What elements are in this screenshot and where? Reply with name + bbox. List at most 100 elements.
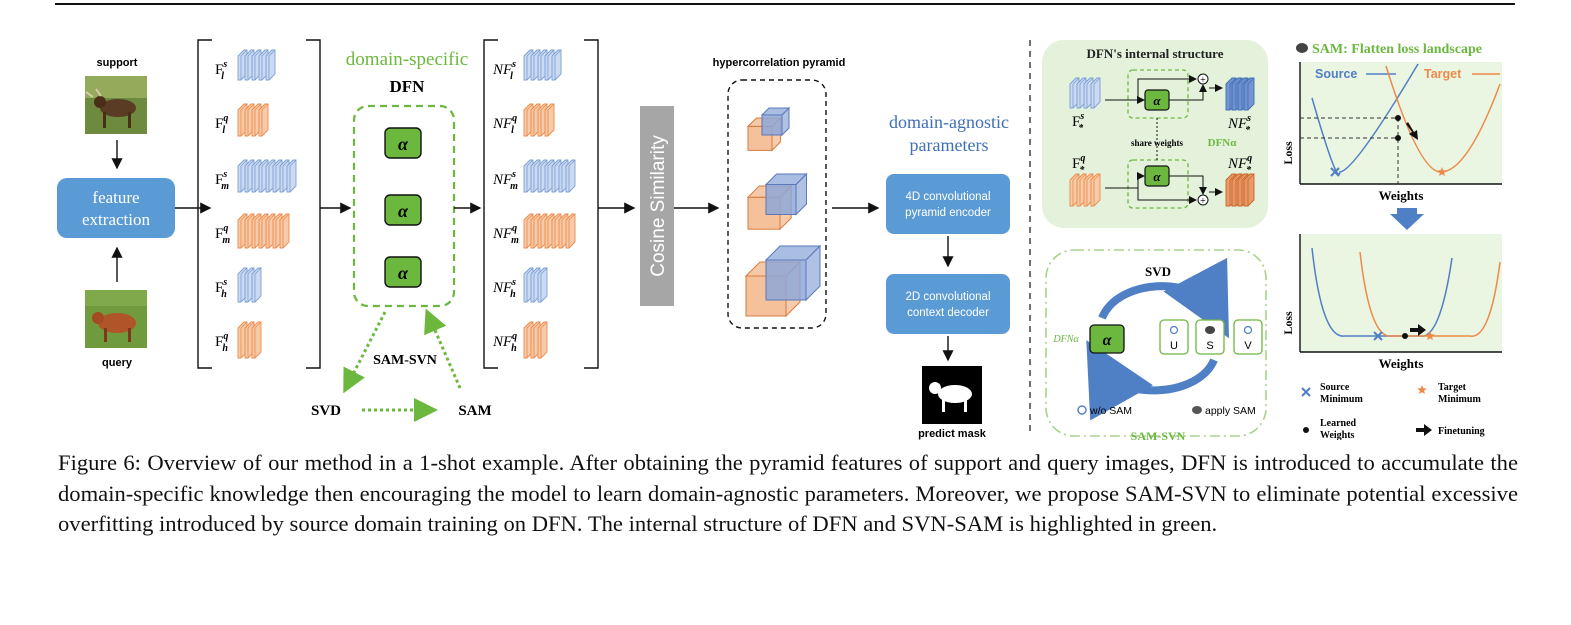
down-arrow-icon [1390,208,1424,230]
svg-text:α: α [398,263,409,283]
usv-block-v [1233,319,1263,355]
hypercorrelation-label: hypercorrelation pyramid [713,57,846,69]
svg-text:pyramid encoder: pyramid encoder [905,207,991,219]
svg-text:α: α [1103,332,1113,349]
predict-mask-label: predict mask [918,428,987,440]
feature-extraction-line2: extraction [82,210,150,229]
sam-svn-panel [1045,249,1267,437]
wo-sam-legend: w/o SAM [1077,405,1132,417]
svd-arc-arrow [1098,257,1230,339]
dfn-internal-title: DFN's internal structure [1087,46,1224,61]
svg-text:2D convolutional: 2D convolutional [905,291,990,303]
svg-text:Loss: Loss [1281,311,1295,335]
query-label: query [102,357,133,369]
dfn-box [352,104,456,308]
svg-text:context decoder: context decoder [907,307,989,319]
cosine-similarity-label: Cosine Similarity [648,135,669,277]
svg-text:Finetuning: Finetuning [1438,426,1485,437]
usv-block-s [1195,319,1225,355]
loss-plot-flat: Weights Loss [1281,234,1502,371]
svg-text:Target: Target [1424,67,1462,81]
sam-svn-panel-title: SAM-SVN [1131,429,1186,440]
hypercorrelation-box [727,79,827,329]
sam-svn-label: SAM-SVN [373,353,437,368]
feature-label: NFs* [1227,113,1251,136]
landscape-legend: SourceMinimumTargetMinimumLearnedWeights… [1301,382,1485,440]
sam-label: SAM [458,403,491,419]
svg-text:Weights: Weights [1379,356,1424,371]
query-image [85,290,147,348]
alpha-block: α [384,256,422,288]
sam-svn-svd-label: SVD [1145,264,1171,279]
svg-text:SAM: Flatten loss landscape: SAM: Flatten loss landscape [1312,42,1482,57]
alpha-block: α [384,127,422,159]
svg-text:U: U [1170,340,1178,352]
hypercorrelation-cubes [744,106,822,318]
svg-text:+: + [1200,196,1206,207]
domain-specific-label: domain-specific [346,49,468,70]
domain-agnostic-line2: parameters [910,135,989,155]
sam-title: SAM: Flatten loss landscape [1296,42,1482,57]
sam-svn-alpha-block: α [1089,324,1125,354]
dfn-alpha-label: DFNα [1208,137,1238,149]
svg-text:w/o SAM: w/o SAM [1089,405,1132,417]
decoder-box: 2D convolutional context decoder [886,274,1010,334]
support-image [85,76,147,134]
svg-text:V: V [1244,340,1252,352]
usv-block-u [1159,319,1189,355]
feature-label: Fs* [1072,111,1084,134]
svg-text:Learned: Learned [1320,418,1357,429]
svg-text:α: α [398,134,409,154]
dfn-internal-diagram: Fs* Fq* α α + + share weights NFs* NFq* DFNα [1069,69,1255,209]
feature-label: Fq* [1072,153,1085,176]
svg-text:Source: Source [1315,67,1357,81]
svg-text:+: + [1200,75,1206,86]
alpha-block: α [384,194,422,226]
svg-text:Loss: Loss [1281,141,1295,165]
svg-text:Weights: Weights [1320,430,1355,440]
feature-label: NFq* [1227,153,1252,176]
svg-text:Target: Target [1438,382,1467,393]
feature-extraction-box: feature extraction [57,178,175,238]
domain-agnostic-line1: domain-agnostic [889,112,1009,132]
svg-text:Source: Source [1320,382,1350,393]
svd-label: SVD [311,403,341,419]
feature-bracket-left [197,39,321,369]
encoder-box: 4D convolutional pyramid encoder [886,174,1010,234]
svg-text:Minimum: Minimum [1320,394,1363,405]
cosine-similarity-bar [640,106,674,306]
apply-sam-legend: apply SAM [1192,405,1256,417]
svg-text:α: α [1153,169,1161,184]
predict-mask-image [922,366,982,424]
sam-arc-arrow [1086,340,1218,421]
loss-plot-sharp: Weights Loss Source Target [1281,62,1502,203]
svg-text:4D convolutional: 4D convolutional [905,191,990,203]
svg-text:apply SAM: apply SAM [1205,405,1256,417]
svg-text:S: S [1206,340,1213,352]
feature-extraction-line1: feature [92,188,139,207]
share-weights-label: share weights [1131,138,1184,148]
dfn-title: DFN [390,77,426,96]
sam-svn-dfn-alpha: DFNα [1052,334,1079,345]
svg-text:α: α [398,201,409,221]
svg-text:α: α [1153,93,1161,108]
svg-text:Minimum: Minimum [1438,394,1481,405]
svg-text:Weights: Weights [1379,188,1424,203]
support-label: support [97,57,138,69]
